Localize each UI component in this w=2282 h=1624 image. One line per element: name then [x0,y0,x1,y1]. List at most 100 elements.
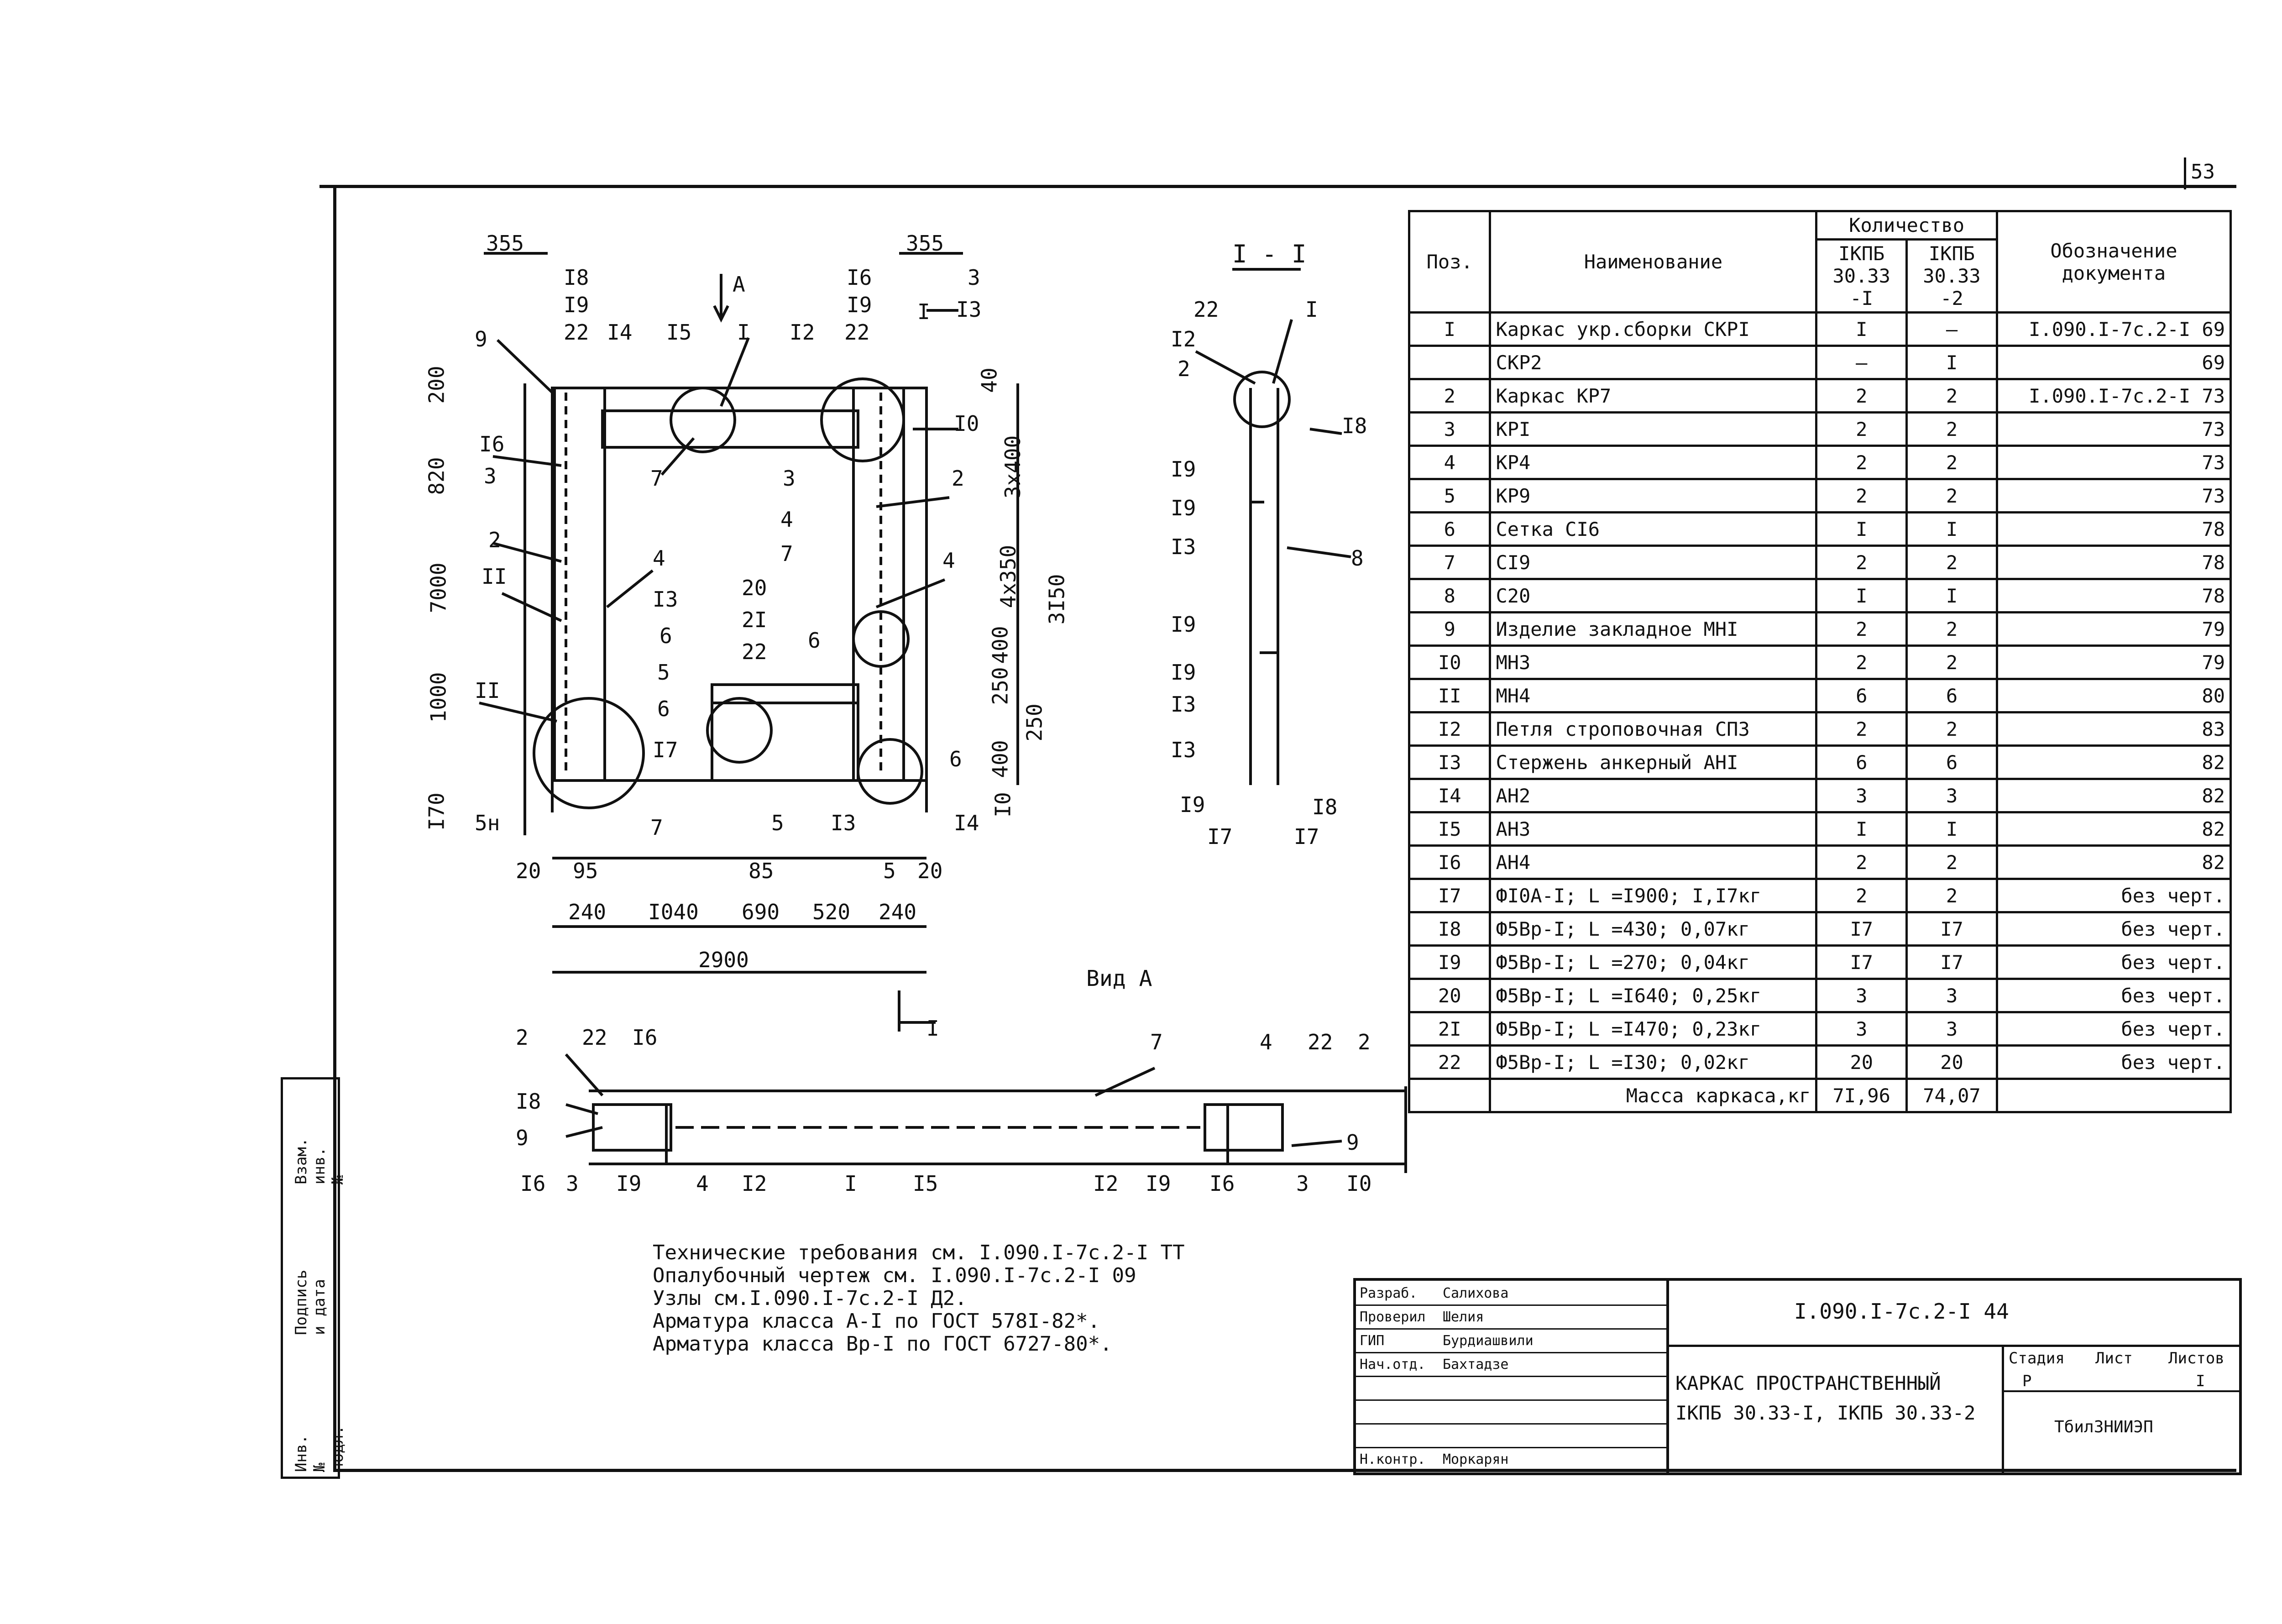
spec-cell-pos: 6 [1408,511,1492,547]
pos-mark: I9 [847,293,872,317]
spec-cell-q2: – [1905,311,1998,347]
pos-mark: 9 [1346,1130,1359,1155]
spec-cell-q2: I [1905,345,1998,380]
spec-cell-pos: II [1408,678,1492,713]
spec-cell-q1: I7 [1815,911,1908,947]
spec-cell-name: КР4 [1489,445,1818,480]
spec-cell-name: Ф5Вр-I; L =I30; 0,02кг [1489,1044,1818,1080]
frame-bottom-line [333,1469,2236,1472]
pos-mark: I6 [632,1025,658,1050]
spec-cell-name: АН2 [1489,778,1818,813]
dim-bottom-5: 240 [568,900,607,924]
pos-mark: I0 [1346,1171,1372,1196]
stage-value: Р [2022,1372,2032,1390]
pos-mark: II [475,678,500,703]
spec-cell-q1: 2 [1815,611,1908,647]
pos-mark: I [844,1171,857,1196]
dim-right-0: 40 [977,367,1002,393]
spec-cell-doc: без черт. [1995,911,2232,947]
spec-cell-pos: 2I [1408,1011,1492,1047]
mass-qty2: 74,07 [1905,1078,1998,1113]
doc-code: I.090.I-7с.2-I 44 [1794,1299,2009,1324]
spec-cell-q2: 3 [1905,778,1998,813]
view-a-label: Вид A [1086,966,1152,991]
spec-cell-q1: 2 [1815,844,1908,880]
stage-row-line [2002,1390,2239,1392]
spec-cell-doc: без черт. [1995,944,2232,980]
spec-cell-name: КРI [1489,411,1818,447]
pos-mark: 22 [844,320,870,345]
mass-qty1: 7I,96 [1815,1078,1908,1113]
spec-cell-q2: 2 [1905,644,1998,680]
title-divider-v [2002,1345,2004,1472]
spec-cell-doc: 73 [1995,478,2232,513]
spec-cell-name: КР9 [1489,478,1818,513]
spec-cell-pos: 4 [1408,445,1492,480]
pos-mark: 9 [516,1126,529,1150]
spec-cell-doc: без черт. [1995,878,2232,913]
spec-cell-q1: 3 [1815,1011,1908,1047]
spec-cell-q1: – [1815,345,1908,380]
pos-mark: I3 [831,811,856,835]
spec-cell-pos: 5 [1408,478,1492,513]
spec-cell-pos: 20 [1408,978,1492,1013]
col-header-qty1: IКПБ 30.33 -I [1815,238,1908,314]
spec-cell-pos: I [1408,311,1492,347]
spec-cell-name: С20 [1489,578,1818,613]
dim-bottom-1: 95 [573,859,598,883]
spec-cell-name: Стержень анкерный АНI [1489,744,1818,780]
dim-left-4: I70 [424,792,449,831]
spec-cell-q1: 3 [1815,978,1908,1013]
spec-cell-pos: 8 [1408,578,1492,613]
dim-right-8: I0 [990,792,1015,817]
pos-mark: 2 [1178,356,1190,381]
note-line: Арматура класса А-I по ГОСТ 578I-82*. [653,1310,1100,1333]
dim-bottom-8: 520 [812,900,851,924]
pos-mark: I [1305,297,1318,322]
spec-cell-pos [1408,345,1492,380]
spec-cell-doc: 82 [1995,844,2232,880]
spec-cell-q2: I7 [1905,944,1998,980]
spec-cell-q1: 20 [1815,1044,1908,1080]
frame-top-line [319,185,2236,188]
spec-cell-doc: I.090.I-7с.2-I 73 [1995,378,2232,414]
pos-mark: I7 [1207,824,1233,849]
spec-cell-q1: 2 [1815,878,1908,913]
spec-cell-doc: 79 [1995,611,2232,647]
spec-cell-name: МН4 [1489,678,1818,713]
spec-cell-q1: 2 [1815,545,1908,580]
dim-bottom-10: 2900 [698,948,749,972]
pos-mark: 3 [484,464,497,488]
pos-mark: 5н [475,811,500,835]
pos-mark: 22 [1308,1030,1333,1054]
cut-label-bottom: I [926,1016,939,1041]
spec-cell-q1: I [1815,578,1908,613]
spec-cell-q1: 2 [1815,644,1908,680]
spec-cell-doc: 73 [1995,445,2232,480]
spec-cell-q1: I [1815,311,1908,347]
spec-cell-pos: I7 [1408,878,1492,913]
spec-cell-q1: 6 [1815,678,1908,713]
spec-cell-doc: 73 [1995,411,2232,447]
spec-cell-pos: 9 [1408,611,1492,647]
dim-top-left: 355 [486,231,524,256]
spec-cell-q2: 6 [1905,678,1998,713]
spec-cell-pos: I4 [1408,778,1492,813]
frame-left-line [333,185,336,1472]
pos-mark: 22 [564,320,589,345]
spec-cell-q2: I7 [1905,911,1998,947]
spec-cell-name: АН4 [1489,844,1818,880]
dim-bottom-4: 20 [917,859,943,883]
pos-mark: I9 [1171,457,1196,482]
spec-cell-doc: без черт. [1995,1044,2232,1080]
pos-mark: I6 [847,265,872,290]
pos-mark: 3 [566,1171,579,1196]
